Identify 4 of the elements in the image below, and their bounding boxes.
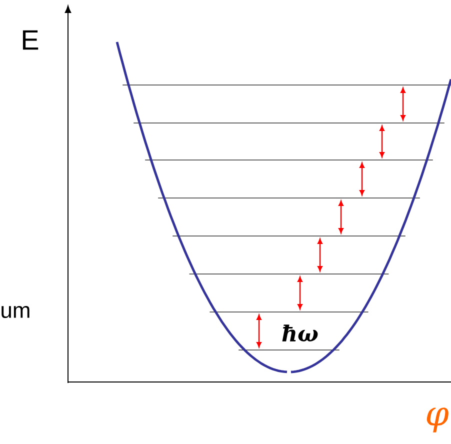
axis-label: um: [2, 306, 30, 318]
axis-label: E: [22, 30, 38, 50]
axis-label: ħω: [282, 324, 318, 342]
axis-label: φ: [426, 408, 448, 432]
